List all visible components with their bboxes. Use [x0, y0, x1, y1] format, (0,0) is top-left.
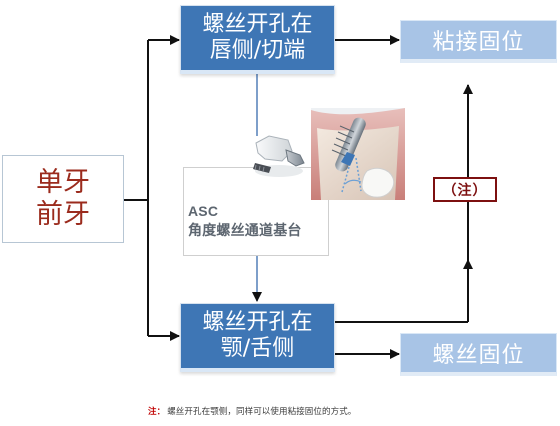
top-box-line-2: 唇侧/切端	[209, 38, 306, 63]
implant-thread-4	[333, 143, 349, 151]
implant-thread-2	[337, 131, 353, 139]
asc-info-box	[183, 167, 329, 256]
implant-screw-thread-3	[262, 166, 265, 173]
palatal-lingual-access-box: 螺丝开孔在 颚/舌侧	[180, 303, 335, 372]
screw-angle-arc	[344, 179, 362, 185]
asc-description: 角度螺丝通道基台	[188, 221, 302, 238]
implant-screw-thread-2	[258, 165, 261, 172]
footnote: 注：螺丝开孔在颚侧，同样可以使用粘接固位的方式。	[148, 405, 356, 417]
asc-title: ASC	[188, 203, 219, 219]
anterior-single-tooth-box: 单牙 前牙	[2, 155, 124, 243]
cement-retained-box: 粘接固位	[400, 20, 557, 63]
implant-screw-thread-1	[254, 164, 257, 171]
screw-retained-label: 螺丝固位	[432, 343, 525, 368]
implant-screw	[253, 163, 271, 173]
implant-thread-3	[335, 137, 351, 145]
abutment-parts-image	[253, 135, 305, 177]
screw-channel-axis-1	[341, 166, 350, 193]
ceramic-abutment	[255, 135, 293, 162]
blue-screw-channel	[341, 152, 355, 166]
implant-thread-5	[331, 149, 347, 157]
left-box-line-1: 单牙	[36, 167, 90, 199]
asc-text-block: ASC 角度螺丝通道基台	[188, 202, 302, 240]
implant-cross-section-image	[311, 108, 405, 200]
implant-body	[335, 117, 366, 172]
metal-connector	[285, 149, 305, 167]
left-box-line-2: 前牙	[36, 199, 90, 230]
screw-retained-box: 螺丝固位	[400, 333, 557, 376]
labial-incisal-access-box: 螺丝开孔在 唇侧/切端	[180, 5, 335, 74]
screw-channel-axis-2	[355, 157, 362, 192]
tooth-crown-shape	[361, 167, 395, 198]
bottom-box-line-1: 螺丝开孔在	[202, 310, 313, 336]
implant-thread-1	[339, 125, 355, 133]
footnote-label: 注：	[148, 407, 166, 417]
bottom-box-line-2: 颚/舌侧	[220, 336, 295, 361]
note-marker-label: （注）	[442, 182, 488, 199]
note-marker: （注）	[433, 177, 497, 202]
cement-retained-label: 粘接固位	[432, 30, 525, 55]
footnote-text: 螺丝开孔在颚侧，同样可以使用粘接固位的方式。	[167, 407, 357, 417]
top-box-line-1: 螺丝开孔在	[202, 12, 313, 38]
